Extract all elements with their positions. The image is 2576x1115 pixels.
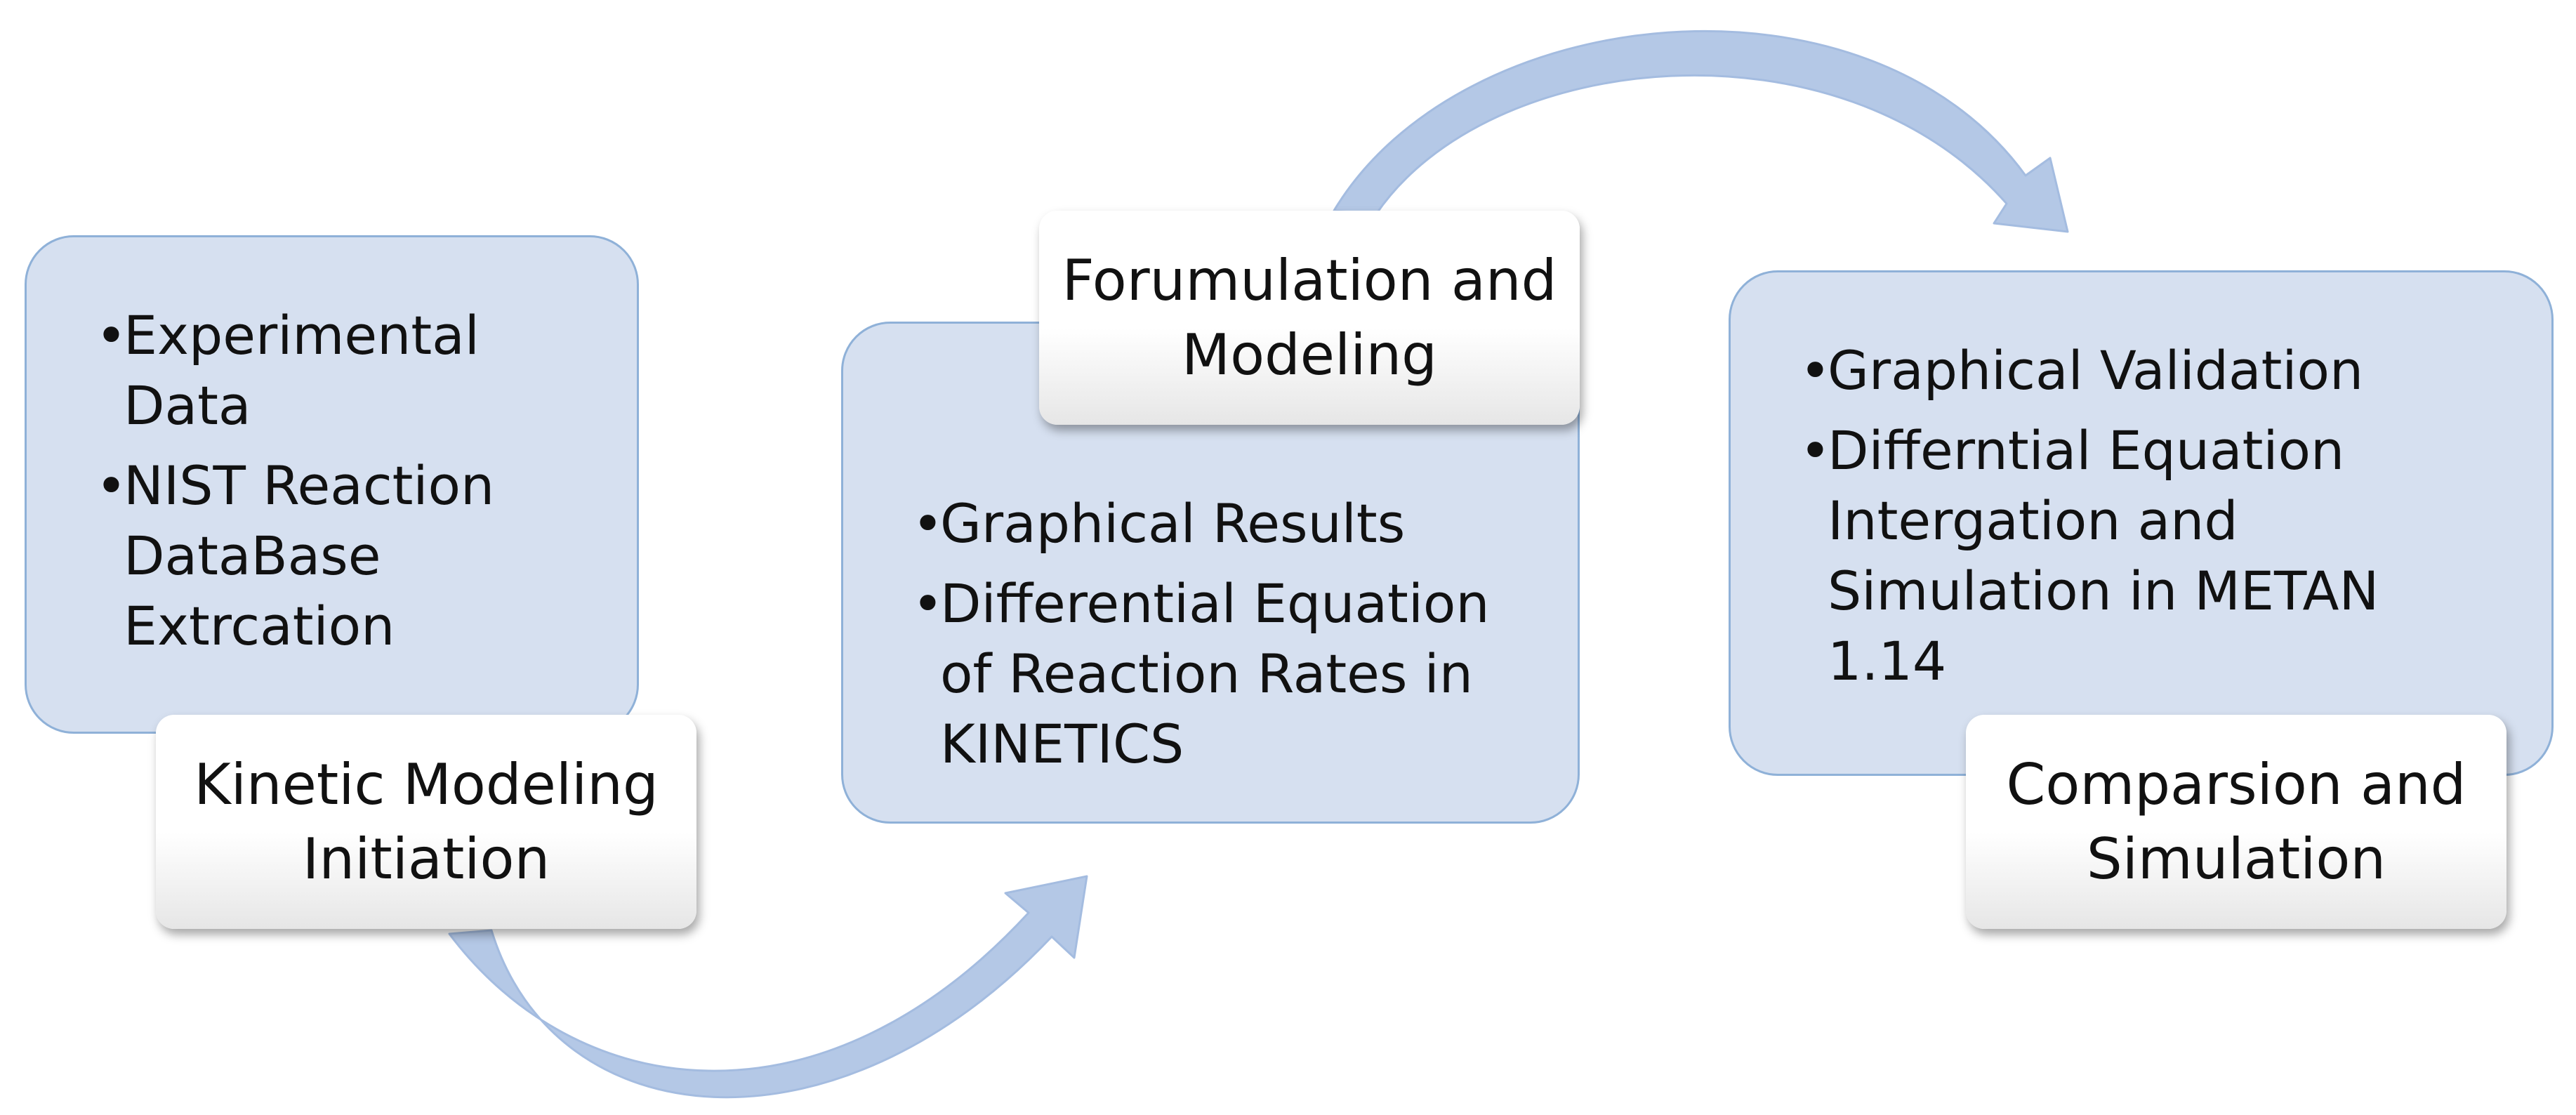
stage-3-bullet: Graphical Validation [1799, 336, 2433, 406]
stage-1-bullet: NIST Reaction DataBase Extrcation [95, 451, 588, 661]
stage-2-bullet: Differential Equation of Reaction Rates … [912, 569, 1545, 779]
stage-1-label-text: Kinetic Modeling Initiation [194, 751, 659, 892]
stage-3-label: Comparsion and Simulation [1966, 715, 2506, 929]
stage-2-bullets: Graphical Results Differential Equation … [912, 489, 1545, 789]
stage-2-label-text: Forumulation and Modeling [1062, 247, 1557, 388]
stage-1-bullet: Experimental Data [95, 301, 588, 441]
stage-1-label: Kinetic Modeling Initiation [156, 715, 696, 929]
stage-1-panel: Experimental Data NIST Reaction DataBase… [25, 235, 639, 734]
arrow-stage2-to-stage3 [1333, 29, 2069, 233]
stage-3-panel: Graphical Validation Differntial Equatio… [1729, 270, 2554, 776]
stage-3-label-text: Comparsion and Simulation [2006, 751, 2466, 892]
stage-2-bullet: Graphical Results [912, 489, 1545, 559]
stage-1-bullets: Experimental Data NIST Reaction DataBase… [95, 301, 588, 671]
stage-3-bullets: Graphical Validation Differntial Equatio… [1799, 336, 2433, 706]
stage-3-bullet: Differntial Equation Intergation and Sim… [1799, 416, 2433, 697]
stage-2-label: Forumulation and Modeling [1039, 211, 1580, 425]
arrow-stage1-to-stage2 [448, 875, 1088, 1099]
